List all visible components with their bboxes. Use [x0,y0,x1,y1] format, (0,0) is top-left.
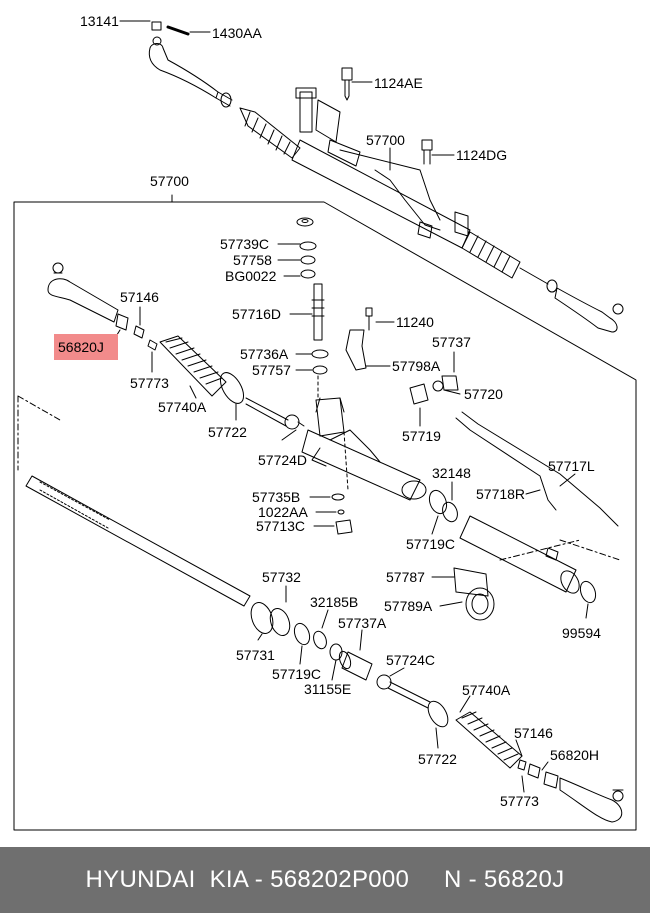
cylinder-tube [459,515,580,594]
label-57787: 57787 [386,569,425,585]
label-57740A-right: 57740A [462,682,511,698]
inner-tie-rod-right [376,674,431,709]
top-steering-gear-assembly [148,21,624,333]
label-57719: 57719 [402,428,441,444]
gear-housing [301,397,427,501]
tie-rod-end-right [543,771,624,823]
label-57724D: 57724D [258,452,307,468]
label-57717L: 57717L [548,458,595,474]
label-56820H: 56820H [550,747,599,763]
label-57722-left: 57722 [208,424,247,440]
label-57718R: 57718R [476,486,525,502]
label-57700-group: 57700 [150,173,189,189]
footer-text: HYUNDAI KIA - 568202P000 N - 56820J [85,866,565,893]
label-1022AA: 1022AA [258,504,308,520]
label-32148: 32148 [432,465,471,481]
tie-rod-end-left [47,262,129,331]
label-1430AA: 1430AA [212,25,262,41]
label-57719C-low: 57719C [272,666,321,682]
label-57724C: 57724C [386,652,435,668]
label-57722-right: 57722 [418,751,457,767]
inner-tie-rod-left [245,397,305,430]
label-57713C: 57713C [256,518,305,534]
label-1124AE: 1124AE [374,75,423,91]
label-11240: 11240 [396,314,434,330]
label-57716D: 57716D [232,306,281,322]
label-57720: 57720 [464,386,503,402]
label-1124DG: 1124DG [456,147,507,163]
label-31155E: 31155E [304,681,351,697]
label-32185B: 32185B [310,594,358,610]
part-labels: 13141 1430AA 1124AE 57700 1124DG 57700 5… [58,13,601,809]
bushing-57737A [338,650,373,681]
label-57736A: 57736A [240,346,289,362]
label-57798A: 57798A [392,358,441,374]
label-57731: 57731 [236,647,275,663]
boot-left [159,335,227,397]
label-57719C-mid: 57719C [406,536,455,552]
label-57773-right: 57773 [500,793,539,809]
label-57735B: 57735B [252,489,300,505]
part-number-footer: HYUNDAI KIA - 568202P000 N - 56820J [0,847,650,913]
highlight-56820J [54,334,118,360]
label-57740A-left: 57740A [158,399,207,415]
label-57700-top: 57700 [366,132,405,148]
boot-right [455,711,523,769]
label-99594: 99594 [562,625,601,641]
group-outline [13,201,637,831]
label-57737A: 57737A [338,615,387,631]
label-57146-right: 57146 [514,725,553,741]
label-57757: 57757 [252,362,291,378]
label-57758: 57758 [233,252,272,268]
label-57789A: 57789A [384,598,433,614]
steering-gear-exploded-diagram: 13141 1430AA 1124AE 57700 1124DG 57700 5… [13,13,637,831]
label-57737: 57737 [432,334,471,350]
label-13141: 13141 [80,13,119,29]
hydraulic-pipes [455,411,619,527]
rack-bar [25,475,251,607]
label-56820J: 56820J [58,339,104,355]
label-57773-left: 57773 [130,375,169,391]
label-57732: 57732 [262,569,301,585]
label-BG0022: BG0022 [225,268,277,284]
label-57739C: 57739C [220,236,269,252]
label-57146-left: 57146 [120,289,159,305]
